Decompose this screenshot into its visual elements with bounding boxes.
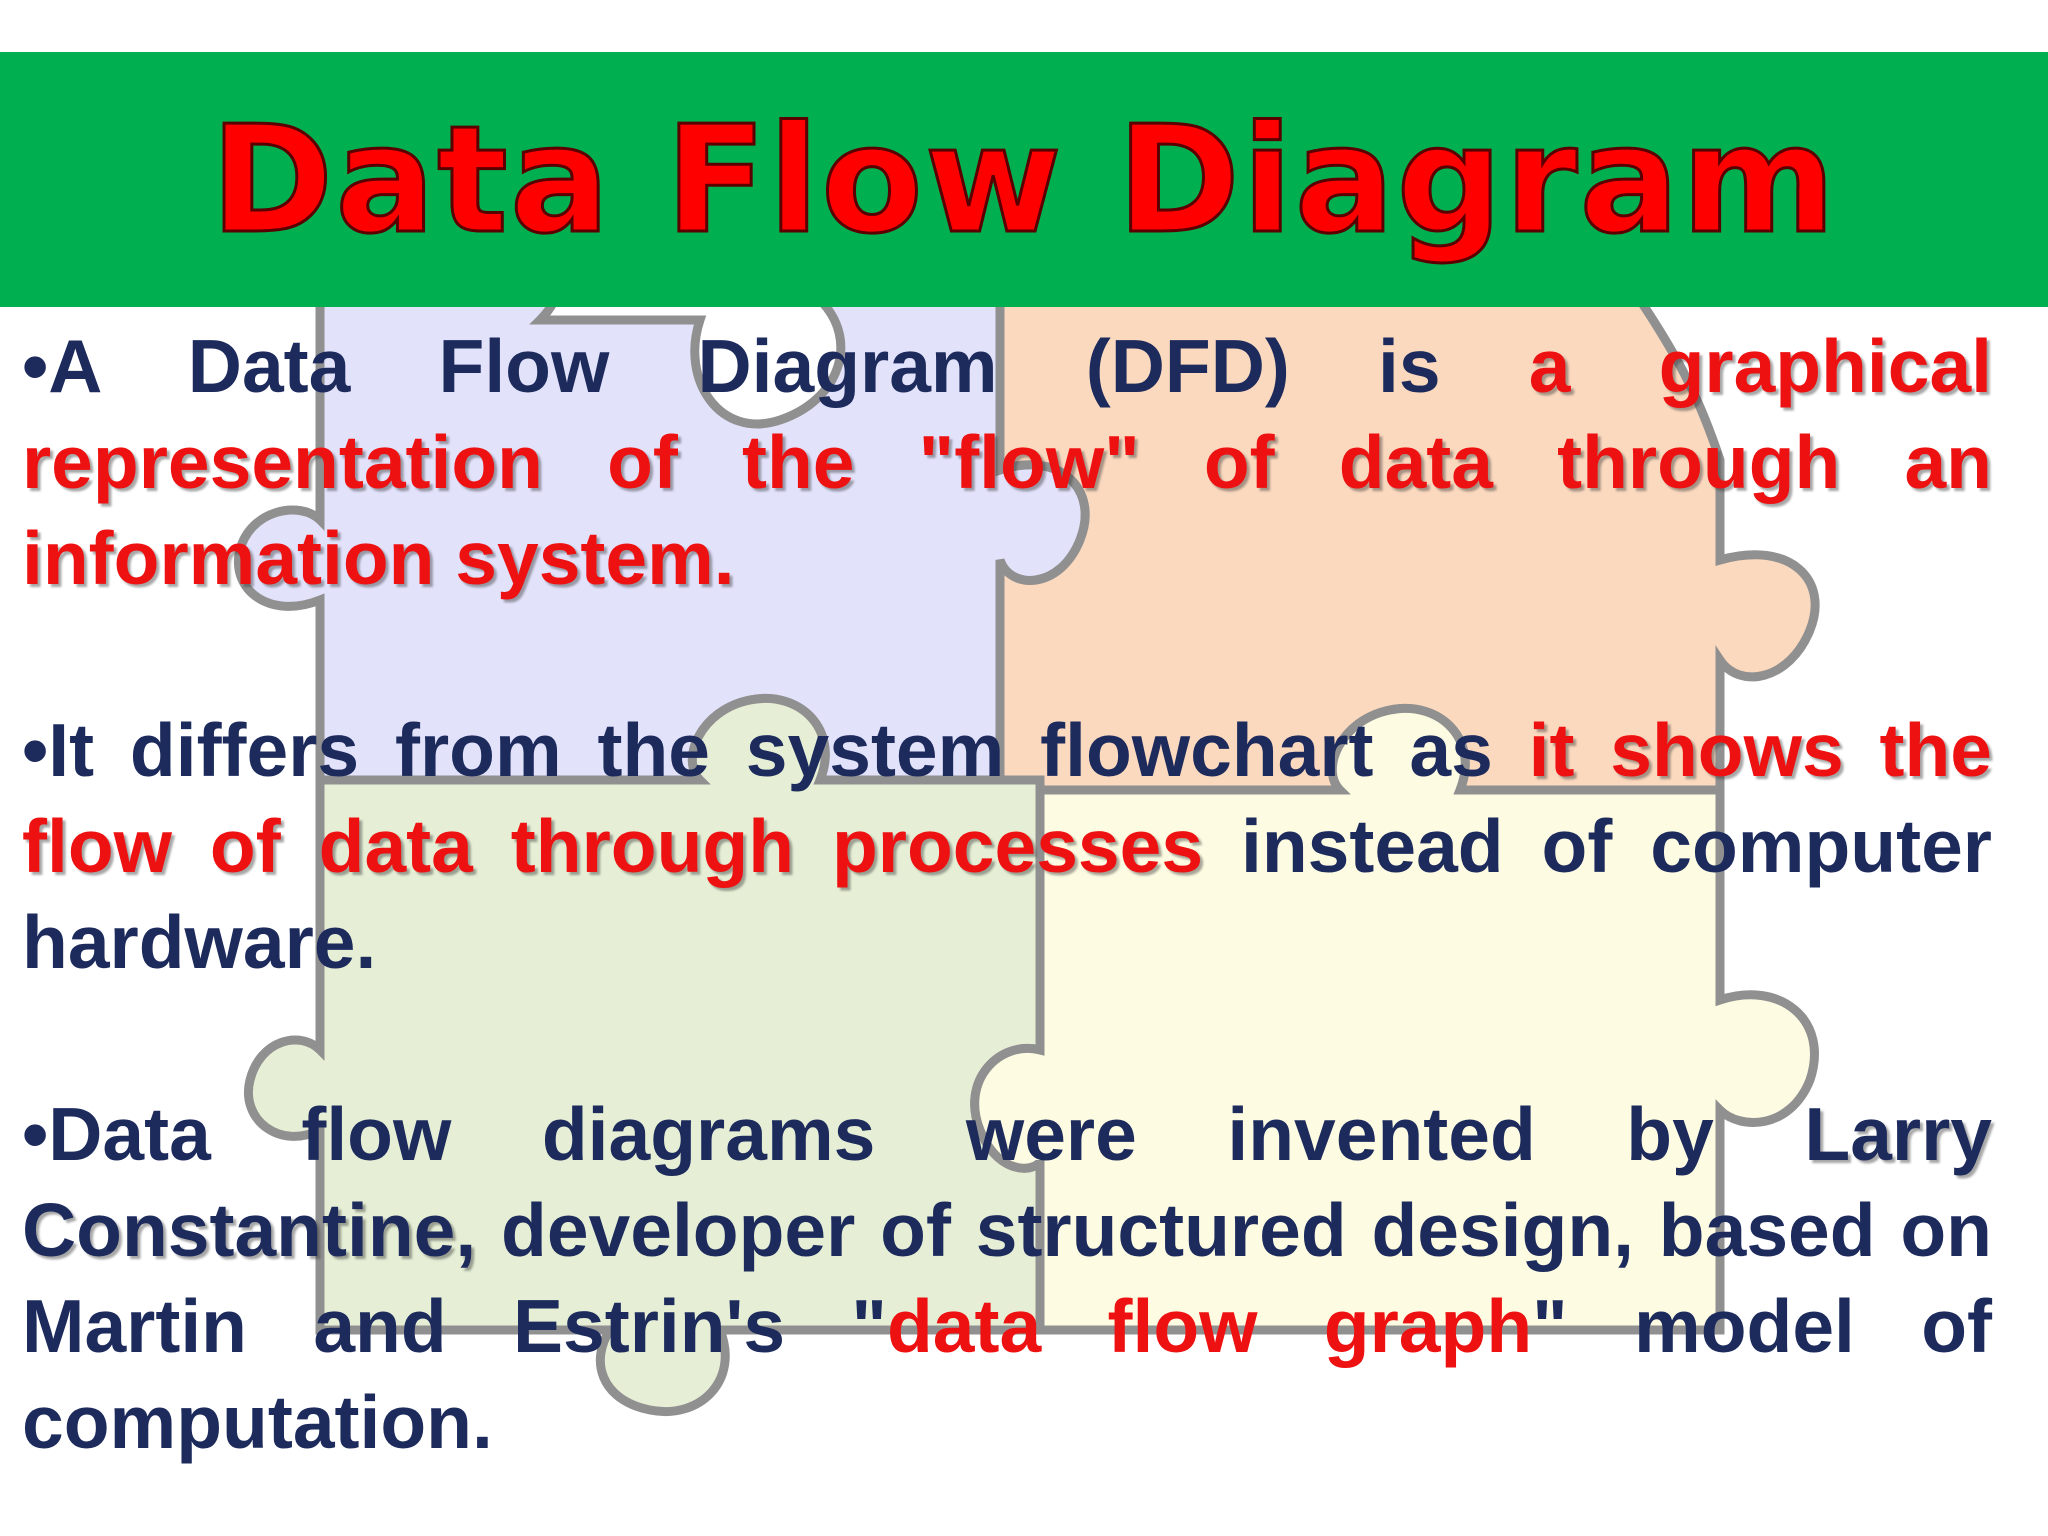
bullet-paragraph-2: •It differs from the system flowchart as… — [22, 702, 1992, 990]
bullet-paragraph-1: •A Data Flow Diagram (DFD) is a graphica… — [22, 318, 1992, 606]
bullet-marker: • — [22, 1092, 49, 1176]
paragraph-text: " model of computation. — [22, 1284, 1992, 1464]
paragraph-text: A Data Flow Diagram (DFD) is — [48, 324, 1529, 408]
puzzle-piece-yellow — [970, 704, 1819, 1335]
paragraph-text: Data flow diagrams were invented by — [48, 1092, 1805, 1176]
paragraph-text: developer of structured design, based on… — [22, 1188, 1992, 1368]
bullet-marker: • — [22, 708, 49, 792]
highlighted-text: data flow graph — [886, 1284, 1533, 1368]
title-band — [0, 52, 2048, 307]
slide-body: •A Data Flow Diagram (DFD) is a graphica… — [22, 318, 1992, 1470]
bullet-marker: • — [22, 324, 49, 408]
bullet-paragraph-3: •Data flow diagrams were invented by Lar… — [22, 1086, 1992, 1470]
paragraph-text: It differs from the system flowchart as — [48, 708, 1529, 792]
slide-title: Data Flow Diagram — [209, 92, 1838, 267]
highlighted-text: a graphical representation of the "flow"… — [22, 324, 1993, 600]
paragraph-text: instead of computer hardware. — [22, 804, 1992, 984]
highlighted-text: it shows the flow of data through proces… — [22, 708, 1993, 888]
author-name: Larry Constantine, — [22, 1092, 1992, 1272]
